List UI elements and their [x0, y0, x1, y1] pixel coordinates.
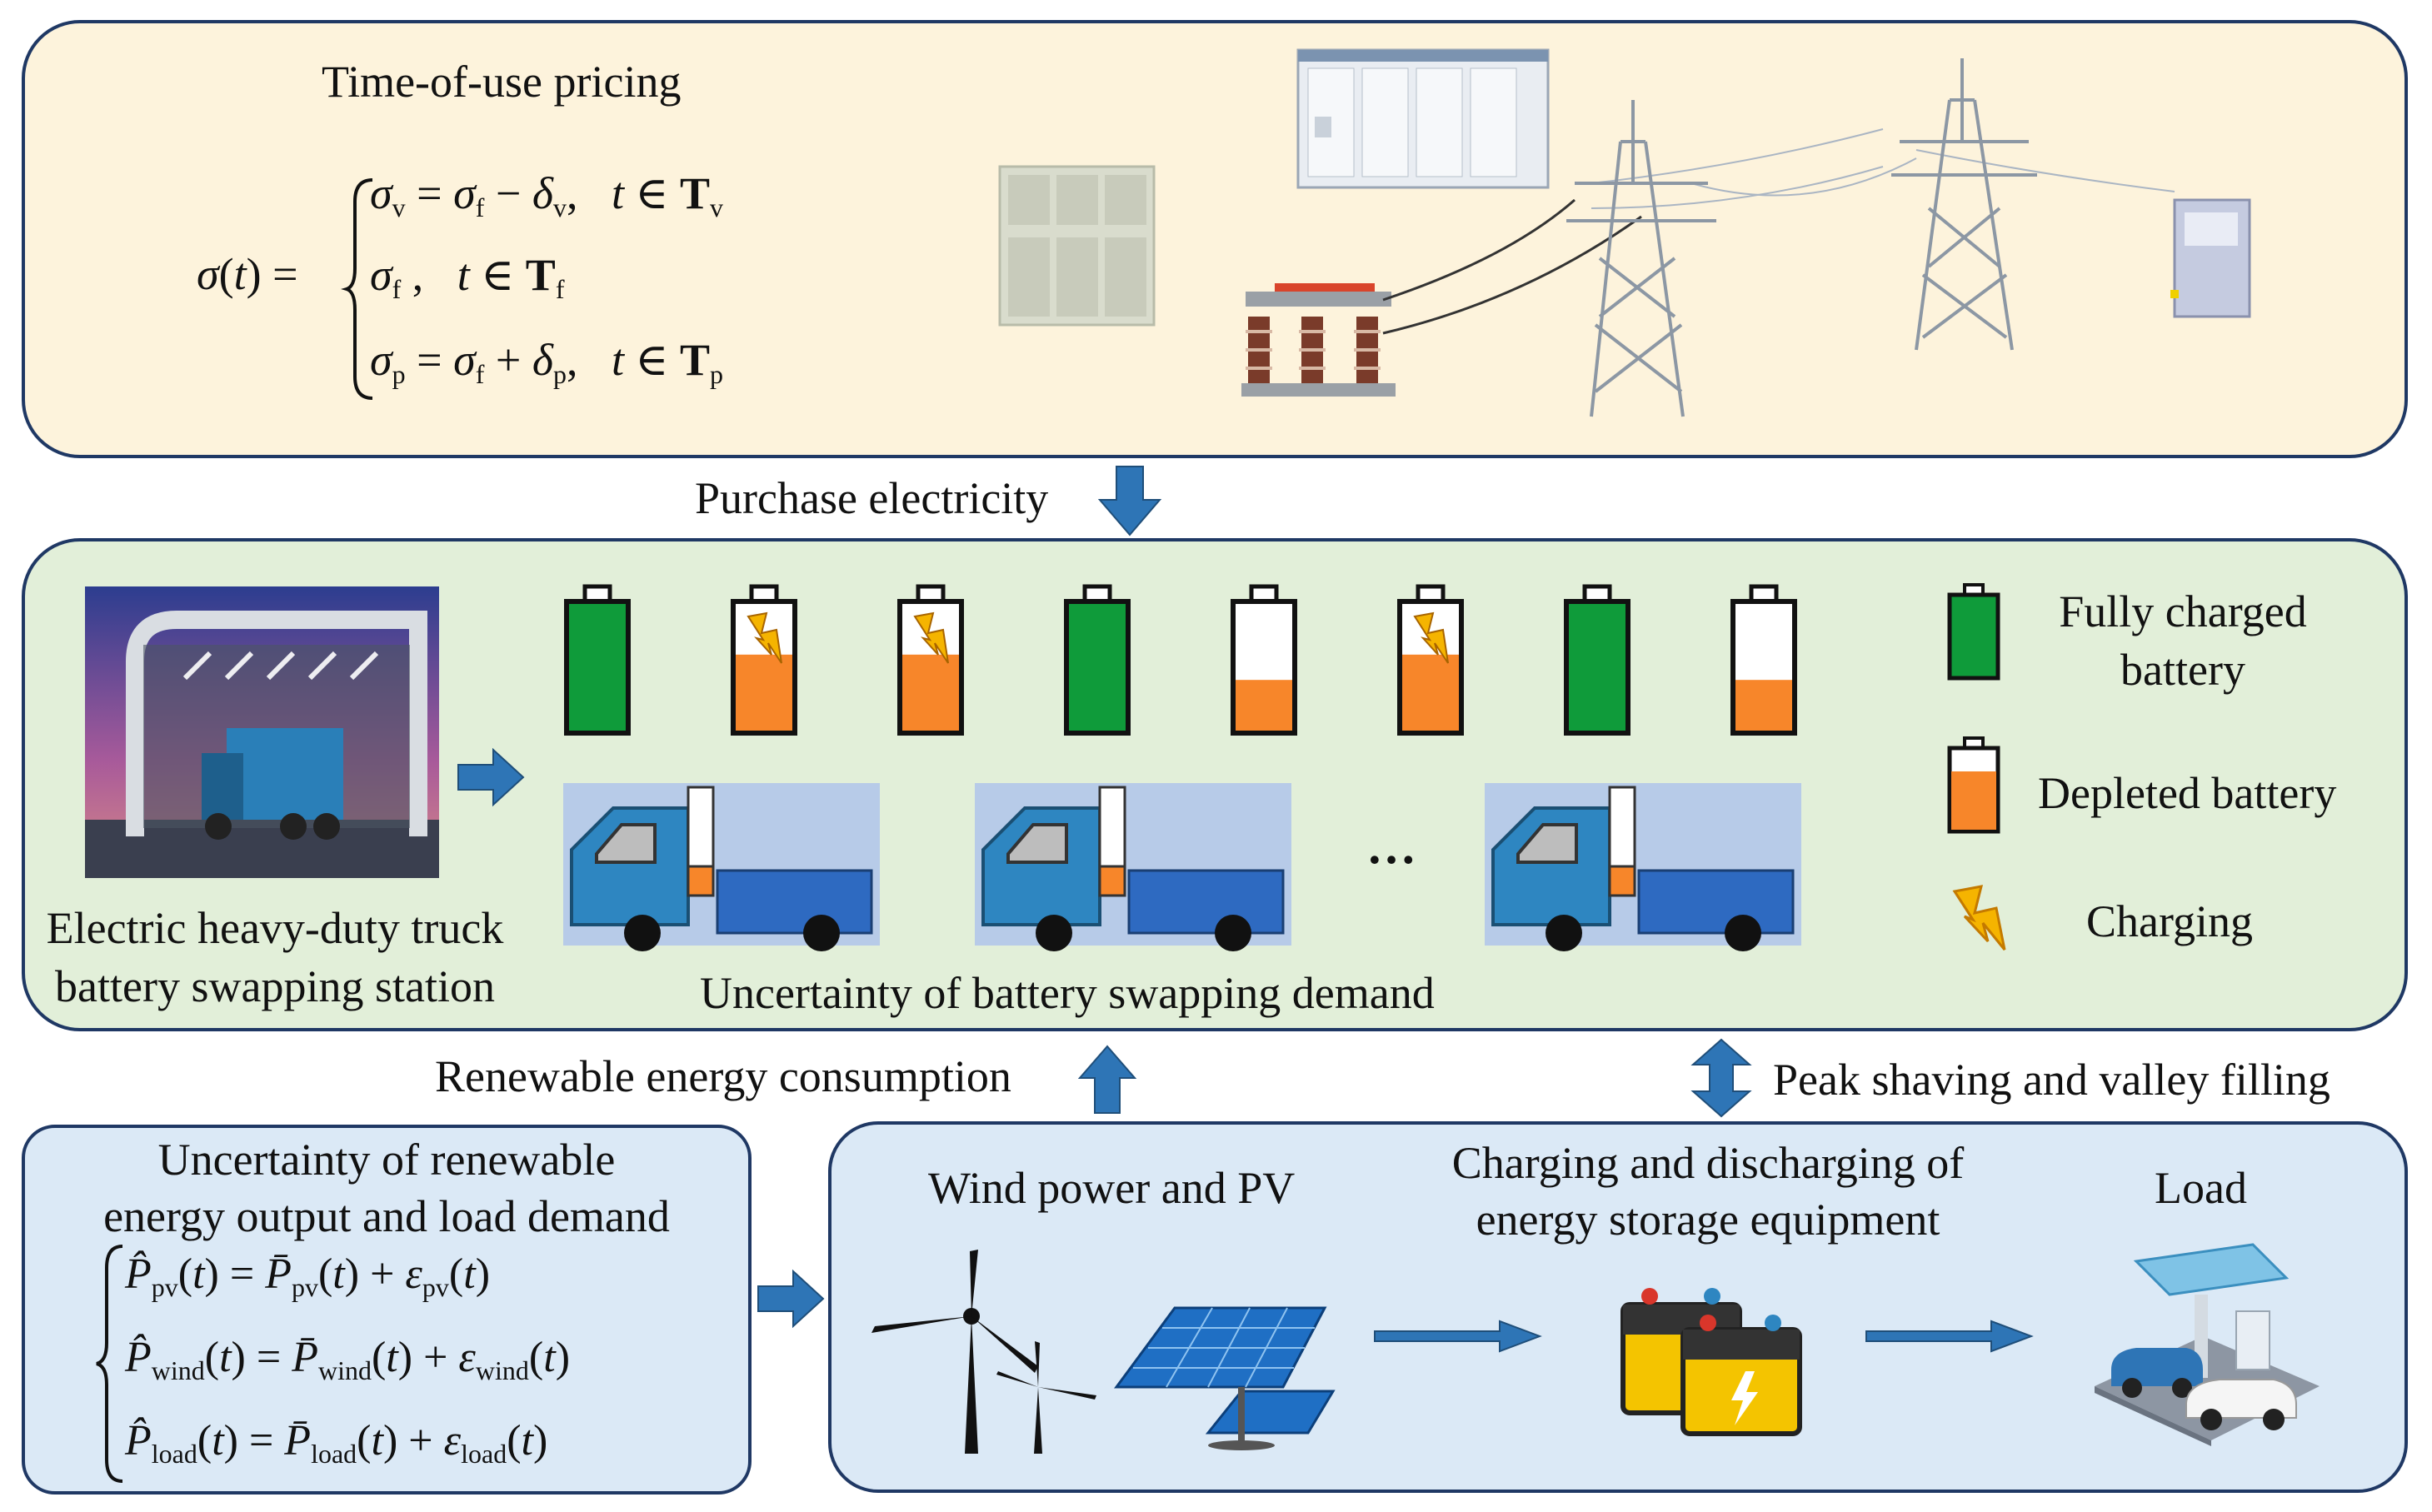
storage-to-load-arrow-icon: [1865, 1320, 2034, 1353]
switchgear-cabinet-icon: [998, 165, 1156, 327]
distribution-cabinet-icon: [1296, 48, 1550, 189]
legend-full-battery-icon: [1947, 583, 2000, 681]
power-grid-illustration: [998, 48, 2251, 417]
peak-shaving-double-arrow-icon: [1690, 1038, 1752, 1118]
load-label: Load: [2155, 1163, 2247, 1213]
truck-icon: [563, 783, 880, 951]
formula-line-2: σf , t ∈ Tf: [370, 250, 565, 304]
renewable-consumption-label: Renewable energy consumption: [435, 1051, 1011, 1101]
bl-formula-brace: [96, 1245, 123, 1483]
formula-line-1: σv = σf − δv, t ∈ Tv: [370, 168, 724, 222]
battery-full-icon: [1564, 584, 1630, 736]
formula-brace: [341, 178, 373, 400]
energy-system-panel: [828, 1121, 2408, 1493]
storage-label-line-2: energy storage equipment: [1476, 1195, 1940, 1245]
wind-turbine-icon: [871, 1250, 1096, 1454]
formula-lhs: σ(t) =: [197, 249, 298, 299]
bl-eq-pv: P̂pv(t) = P̄pv(t) + εpv(t): [125, 1250, 491, 1302]
legend-depleted-label: Depleted battery: [2038, 768, 2337, 818]
solar-panel-icon: [1114, 1306, 1336, 1450]
legend-charging-bolt-icon: [1952, 885, 2006, 951]
time-of-use-title: Time-of-use pricing: [322, 57, 682, 107]
time-of-use-panel: [22, 20, 2408, 458]
station-label-line-2: battery swapping station: [55, 961, 495, 1011]
battery-full-icon: [564, 584, 631, 736]
bl-eq-load: P̂load(t) = P̄load(t) + εload(t): [125, 1417, 548, 1469]
station-label-line-1: Electric heavy-duty truck: [46, 903, 504, 953]
bl-title-line-1: Uncertainty of renewable: [157, 1135, 616, 1185]
legend-depleted-battery-icon: [1947, 736, 2000, 834]
battery-row: [564, 584, 1797, 736]
charging-bolt-icon: [913, 611, 949, 664]
truck-icon-2: [975, 783, 1291, 951]
legend-charging-label: Charging: [2086, 896, 2253, 946]
swapping-station-image: [85, 586, 439, 878]
bl-eq-wind: P̂wind(t) = P̄wind(t) + εwind(t): [125, 1334, 571, 1385]
electric-meter-icon: [2170, 198, 2251, 318]
legend-full-label-1: Fully charged: [2059, 586, 2307, 636]
battery-depleted-icon: [1231, 584, 1297, 736]
purchase-arrow-icon: [1097, 466, 1162, 536]
truck-icon-3: [1485, 783, 1801, 951]
battery-depleted-icon: [1730, 584, 1797, 736]
legend-full-label-2: battery: [2120, 645, 2245, 695]
formula-line-3: σp = σf + δp, t ∈ Tp: [370, 335, 724, 389]
bl-title-line-2: energy output and load demand: [103, 1191, 670, 1241]
peak-shaving-label: Peak shaving and valley filling: [1773, 1055, 2330, 1105]
renewable-up-arrow-icon: [1077, 1045, 1137, 1114]
wind-pv-label: Wind power and PV: [928, 1163, 1296, 1213]
swapping-demand-label: Uncertainty of battery swapping demand: [700, 968, 1435, 1018]
truck-ellipsis: …: [1366, 819, 1416, 874]
transmission-tower-icon: [1566, 100, 1716, 417]
renewable-uncertainty-panel: [22, 1125, 752, 1495]
energy-storage-battery-icon: [1621, 1288, 1802, 1436]
pv-to-storage-arrow-icon: [1374, 1320, 1542, 1353]
charging-bolt-icon: [747, 611, 782, 664]
station-to-batteries-arrow-icon: [457, 747, 525, 807]
battery-charging-icon: [1397, 584, 1464, 736]
battery-charging-icon: [731, 584, 797, 736]
charging-bolt-icon: [1413, 611, 1449, 664]
charging-station-load-icon: [2095, 1243, 2320, 1446]
truck-row: [563, 783, 1801, 951]
transmission-tower-icon-2: [1891, 58, 2037, 351]
bl-to-br-arrow-icon: [757, 1269, 825, 1329]
battery-charging-icon: [897, 584, 964, 736]
storage-label-line-1: Charging and discharging of: [1451, 1138, 1965, 1188]
purchase-electricity-label: Purchase electricity: [695, 473, 1049, 523]
battery-full-icon: [1064, 584, 1131, 736]
insulator-switch-icon: [1241, 283, 1396, 397]
